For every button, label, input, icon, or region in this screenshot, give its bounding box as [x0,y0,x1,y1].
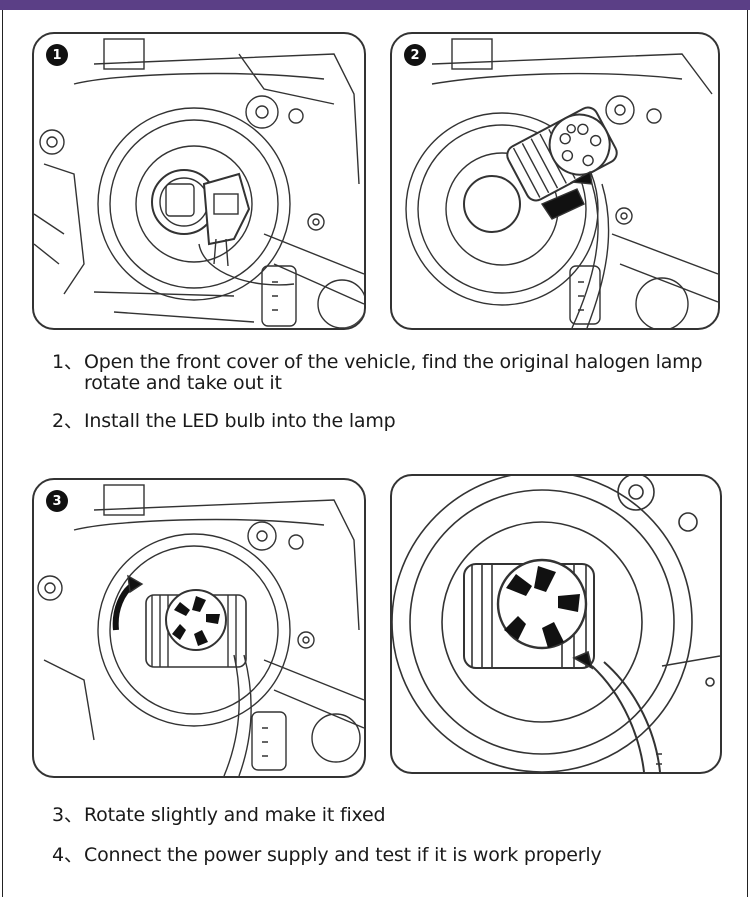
step-badge: 2 [404,44,426,66]
illustration-step-2: 2 [390,32,720,330]
illustration-step-4-closeup [390,474,722,774]
right-border [747,10,748,897]
step-text-continuation: rotate and take out it [84,372,282,394]
step-number: 1、 [52,351,83,373]
step-text: Rotate slightly and make it fixed [84,804,386,826]
step-number: 2、 [52,410,83,432]
headlamp-led-rotate-drawing [37,484,364,776]
led-bulb-closeup-drawing [392,476,720,772]
instruction-step-3: 3、Rotate slightly and make it fixed [52,804,386,826]
instruction-step-2: 2、Install the LED bulb into the lamp [52,411,396,432]
step-number: 4、 [52,844,83,866]
step-number: 3、 [52,804,83,826]
instruction-step-1: 1、Open the front cover of the vehicle, f… [52,351,703,394]
left-border [2,10,3,897]
step-text: Open the front cover of the vehicle, fin… [84,351,703,373]
instruction-step-4: 4、Connect the power supply and test if i… [52,845,602,866]
step-badge: 3 [46,490,68,512]
step-badge: 1 [46,44,68,66]
step-text: Install the LED bulb into the lamp [84,410,396,432]
illustration-step-3: 3 [32,478,366,778]
headlamp-led-install-drawing [405,38,718,328]
top-accent-bar [0,0,750,10]
headlamp-halogen-drawing [34,38,364,328]
illustration-step-1: 1 [32,32,366,330]
step-text: Connect the power supply and test if it … [84,844,602,866]
